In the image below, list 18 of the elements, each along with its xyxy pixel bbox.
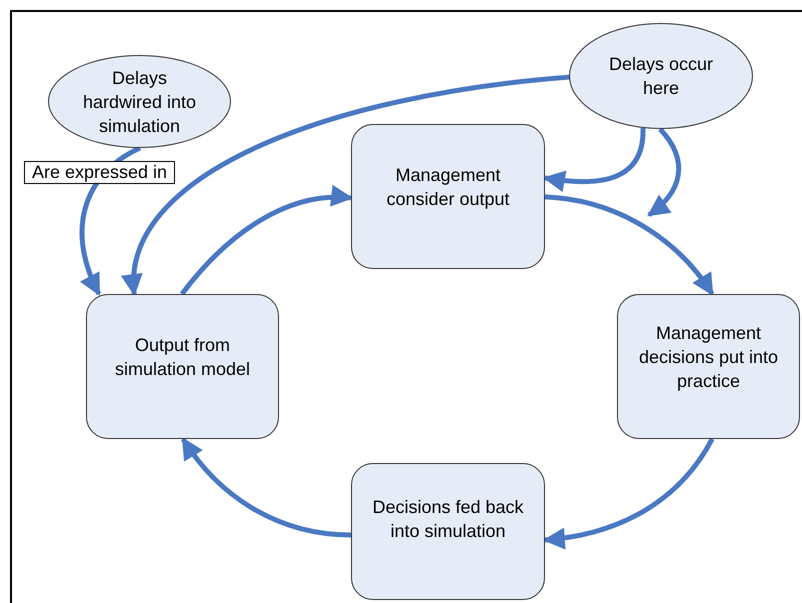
arrow bbox=[647, 127, 682, 217]
process-box bbox=[617, 294, 800, 439]
node-text: Decisions fed back into simulation bbox=[372, 497, 524, 541]
arrow bbox=[542, 128, 646, 192]
process-box bbox=[86, 294, 279, 439]
process-box bbox=[351, 124, 545, 269]
arrow bbox=[181, 437, 352, 538]
arrow bbox=[124, 74, 570, 296]
process-box bbox=[351, 463, 545, 600]
arrow bbox=[180, 186, 354, 296]
node-text: Delays hardwired into simulation bbox=[82, 68, 196, 136]
arrow bbox=[542, 438, 714, 549]
arrow bbox=[544, 194, 714, 296]
node-text: Management decisions put into practice bbox=[638, 322, 778, 390]
node-text: Delays occur here bbox=[608, 54, 714, 98]
edge-label: Are expressed in bbox=[24, 161, 176, 184]
node-text: Management consider output bbox=[386, 164, 510, 208]
node-text: Output from simulation model bbox=[114, 334, 250, 378]
